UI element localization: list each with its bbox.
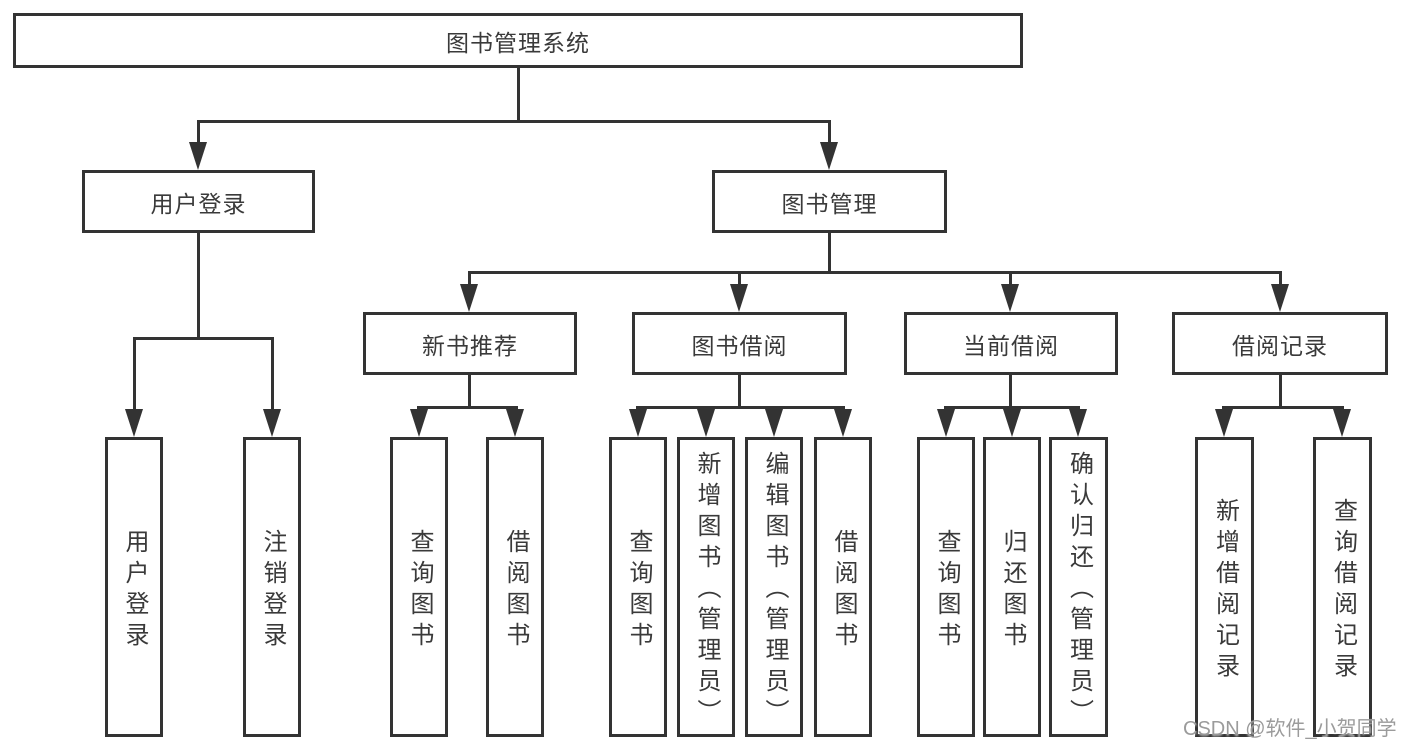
node-root-system: 图书管理系统 <box>13 13 1023 68</box>
leaf-label: 查询借阅记录 <box>1329 497 1357 684</box>
leaf-label: 查询图书 <box>933 528 960 653</box>
arrowhead-records-leaf1 <box>1215 409 1233 437</box>
arrowhead-borrow-leaf3 <box>765 409 783 437</box>
arrowhead-current <box>1001 284 1019 312</box>
node-borrow-records: 借阅记录 <box>1172 312 1388 375</box>
connector-borrow-hline <box>636 406 845 409</box>
leaf-newbook-borrow: 借阅图书 <box>486 437 544 737</box>
arrowhead-borrow-leaf4 <box>834 409 852 437</box>
connector-drop-current <box>1009 271 1012 287</box>
node-new-book-recommend: 新书推荐 <box>363 312 577 375</box>
arrowhead-records <box>1271 284 1289 312</box>
leaf-borrow-edit-admin: 编辑图书（管理员） <box>745 437 803 737</box>
arrowhead-newbook <box>460 284 478 312</box>
node-label: 图书借阅 <box>691 332 788 359</box>
leaf-user-login: 用户登录 <box>105 437 163 737</box>
connector-current-stem <box>1009 375 1012 409</box>
connector-root-stem <box>517 68 520 123</box>
leaf-borrow-query: 查询图书 <box>609 437 667 737</box>
connector-root-hline <box>197 120 831 123</box>
arrowhead-current-leaf2 <box>1003 409 1021 437</box>
arrowhead-borrow-leaf2 <box>697 409 715 437</box>
arrowhead-borrow-leaf1 <box>629 409 647 437</box>
csdn-watermark: CSDN @软件_小贺同学 <box>1183 718 1397 740</box>
connector-drop-newbook <box>468 271 471 287</box>
arrowhead-newbook-leaf2 <box>506 409 524 437</box>
connector-login-stem <box>197 233 200 340</box>
leaf-label: 借阅图书 <box>830 528 857 653</box>
leaf-label: 查询图书 <box>406 528 433 653</box>
node-label: 用户登录 <box>150 190 247 217</box>
leaf-records-add: 新增借阅记录 <box>1195 437 1254 737</box>
connector-login-hline <box>133 337 274 340</box>
leaf-label: 新增图书（管理员） <box>693 451 720 730</box>
leaf-logout: 注销登录 <box>243 437 301 737</box>
arrowhead-borrow <box>730 284 748 312</box>
node-label: 图书管理 <box>781 190 878 217</box>
connector-drop-user-login <box>197 120 200 146</box>
connector-newbook-stem <box>468 375 471 409</box>
connector-records-hline <box>1222 406 1344 409</box>
connector-mgmt-hline <box>468 271 1282 274</box>
leaf-label: 查询图书 <box>625 528 652 653</box>
connector-drop-borrow <box>738 271 741 287</box>
node-current-borrow: 当前借阅 <box>904 312 1118 375</box>
leaf-label: 借阅图书 <box>502 528 529 653</box>
connector-drop-login-leaf2 <box>271 337 274 413</box>
arrowhead-newbook-leaf1 <box>410 409 428 437</box>
leaf-label: 确认归还（管理员） <box>1065 451 1093 730</box>
node-label: 新书推荐 <box>422 332 518 359</box>
arrowhead-login-leaf1 <box>125 409 143 437</box>
leaf-label: 注销登录 <box>259 528 286 653</box>
leaf-current-return: 归还图书 <box>983 437 1041 737</box>
connector-drop-book-mgmt <box>828 120 831 146</box>
arrowhead-current-leaf1 <box>937 409 955 437</box>
connector-drop-records <box>1279 271 1282 287</box>
node-root-label: 图书管理系统 <box>446 29 590 56</box>
node-book-management: 图书管理 <box>712 170 947 233</box>
node-label: 借阅记录 <box>1232 332 1328 359</box>
leaf-current-query: 查询图书 <box>917 437 975 737</box>
node-label: 当前借阅 <box>963 332 1059 359</box>
arrowhead-book-mgmt <box>820 142 838 170</box>
connector-records-stem <box>1279 375 1282 409</box>
connector-drop-login-leaf1 <box>133 337 136 413</box>
connector-newbook-hline <box>417 406 518 409</box>
leaf-records-query: 查询借阅记录 <box>1313 437 1372 737</box>
leaf-borrow-add-admin: 新增图书（管理员） <box>677 437 735 737</box>
connector-borrow-stem <box>738 375 741 409</box>
leaf-label: 用户登录 <box>121 528 148 653</box>
arrowhead-login-leaf2 <box>263 409 281 437</box>
connector-mgmt-stem <box>828 233 831 274</box>
leaf-label: 归还图书 <box>999 528 1026 653</box>
leaf-borrow-borrow: 借阅图书 <box>814 437 872 737</box>
leaf-label: 新增借阅记录 <box>1211 497 1239 684</box>
node-book-borrow: 图书借阅 <box>632 312 847 375</box>
arrowhead-current-leaf3 <box>1069 409 1087 437</box>
arrowhead-records-leaf2 <box>1333 409 1351 437</box>
arrowhead-user-login <box>189 142 207 170</box>
connector-current-hline <box>944 406 1080 409</box>
node-user-login: 用户登录 <box>82 170 315 233</box>
leaf-label: 编辑图书（管理员） <box>761 451 788 730</box>
leaf-current-confirm-admin: 确认归还（管理员） <box>1049 437 1108 737</box>
leaf-newbook-query: 查询图书 <box>390 437 448 737</box>
